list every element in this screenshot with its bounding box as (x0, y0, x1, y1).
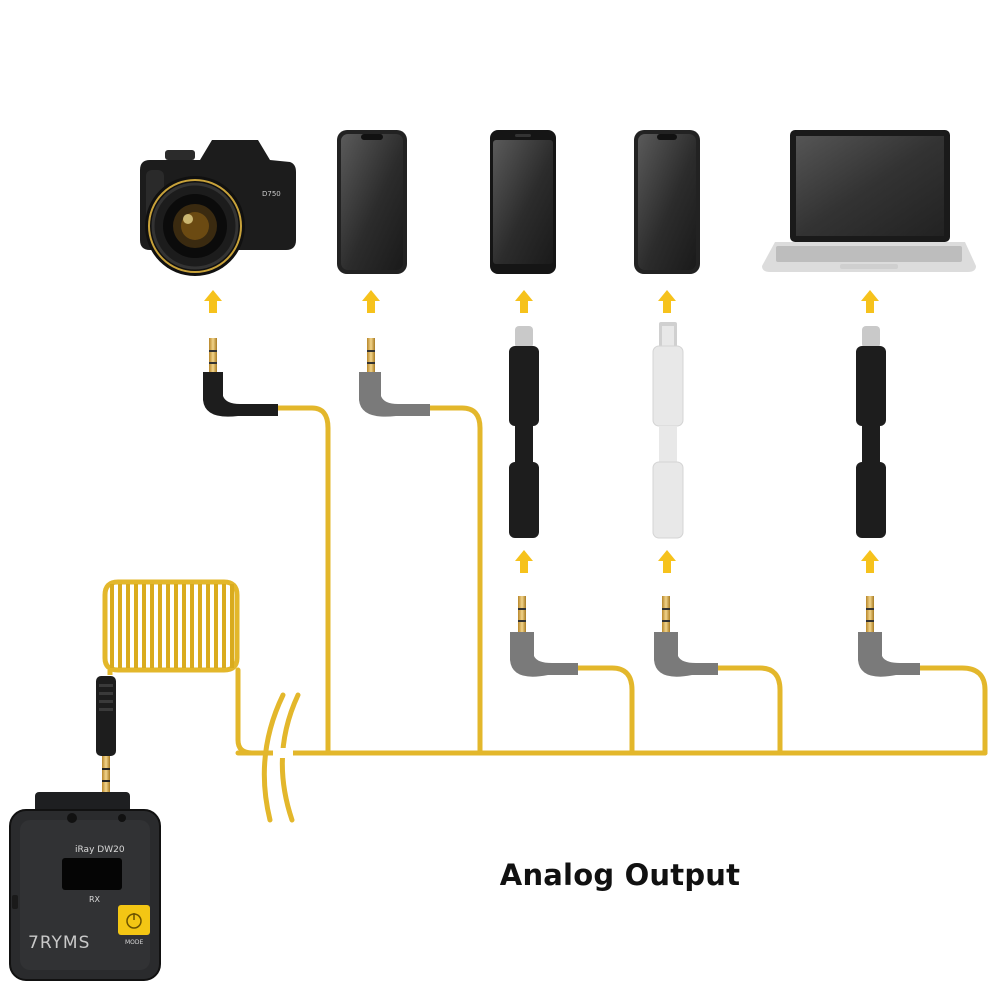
laptop-icon (762, 130, 976, 272)
cut-mark-left (261, 692, 286, 823)
up-arrow-icon (658, 550, 676, 573)
receiver-unit-label: RX (89, 895, 101, 904)
branch-adapter-1 (575, 665, 635, 756)
cut-gap (273, 748, 293, 758)
up-arrow-icon (861, 290, 879, 313)
camera-icon: D750 (140, 140, 296, 276)
receiver-display (62, 858, 122, 890)
right-angle-plug-gray-3 (654, 596, 718, 677)
right-angle-plug-gray-4 (858, 596, 920, 677)
camera-model-label: D750 (262, 190, 281, 198)
up-arrow-icon (362, 290, 380, 313)
lightning-adapter (652, 322, 684, 539)
up-arrow-icon (515, 290, 533, 313)
usb-c-adapter-2 (856, 326, 886, 538)
coiled-cable (102, 579, 240, 675)
usb-c-adapter-1 (509, 326, 539, 538)
smartphone-icon (337, 130, 407, 274)
mode-button-label: MODE (125, 939, 144, 946)
right-angle-plug-gray-2 (510, 596, 578, 677)
android-phone-icon (490, 130, 556, 274)
branch-camera (275, 405, 331, 756)
arrows (204, 290, 879, 573)
iphone-icon (634, 130, 700, 274)
coil-tail-cable (235, 667, 255, 756)
up-arrow-icon (861, 550, 879, 573)
receiver-plug (96, 676, 116, 796)
branch-phone (427, 405, 483, 756)
right-angle-plug-black (203, 338, 278, 417)
branch-adapter-3 (917, 665, 988, 756)
receiver-model-label: iRay DW20 (75, 845, 125, 855)
up-arrow-icon (204, 290, 222, 313)
receiver-brand: 7RYMS (28, 933, 90, 953)
cable-network (235, 405, 988, 823)
receiver-unit: iRay DW20 RX 7RYMS MODE (9, 792, 161, 981)
diagram-title: Analog Output (499, 858, 741, 892)
branch-adapter-2 (715, 665, 783, 756)
up-arrow-icon (515, 550, 533, 573)
right-angle-plug-gray (359, 338, 430, 417)
up-arrow-icon (658, 290, 676, 313)
